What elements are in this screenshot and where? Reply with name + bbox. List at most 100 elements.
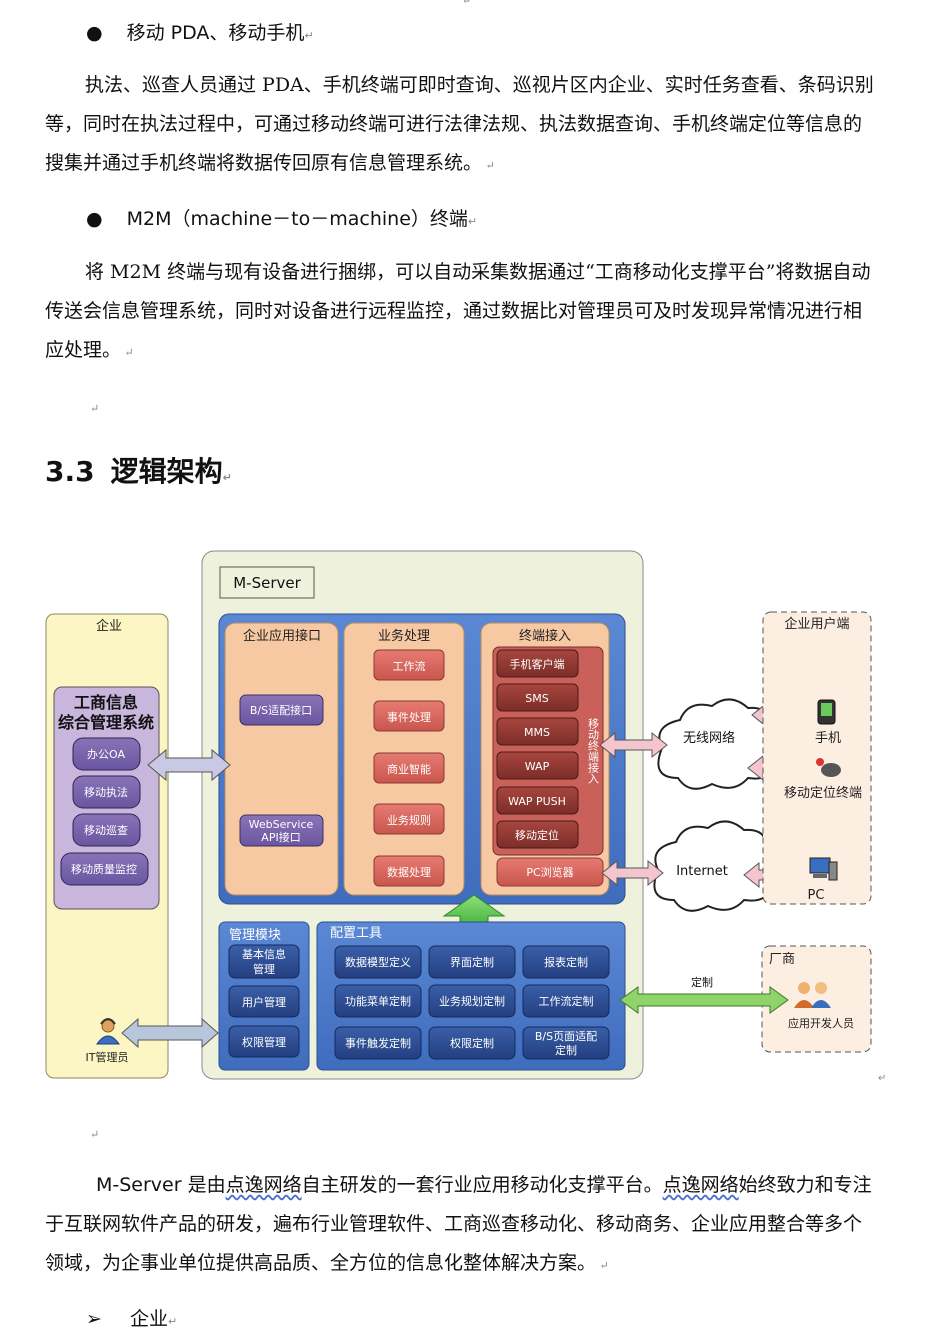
customization-arrow-icon [619,986,789,1014]
management-item-label: 管理 [253,962,275,976]
config-item [428,984,516,1018]
config-item [522,1026,610,1060]
enterprise-item-label: 移动执法 [84,785,128,799]
business-item-label: 数据处理 [387,865,431,879]
enterprise-item [72,775,141,809]
paragraph: 执法、巡查人员通过 PDA、手机终端可即时查询、巡视片区内企业、实时任务查看、条… [45,74,874,174]
bs-adapter-interface [239,694,324,726]
business-item [373,855,445,887]
terminal-item-label: 移动定位 [515,828,559,842]
phone-label: 手机 [815,731,841,746]
paragraph-mark: ↵ [462,0,472,7]
it-admin-label: IT管理员 [86,1050,129,1064]
api-interface-label: API接口 [261,831,300,844]
terminal-items: 手机客户端 SMS MMS WAP WAP PUSH 移动定位 [496,649,579,849]
terminal-item-label: MMS [524,726,550,739]
double-arrow-icon [601,859,664,887]
config-item-label: 权限定制 [450,1036,494,1050]
pc-icon [809,857,838,881]
business-item [373,700,445,732]
enterprise-item-label: 移动质量监控 [71,862,137,876]
double-arrow-icon [121,1017,219,1049]
location-terminal-label: 移动定位终端 [784,785,862,801]
terminal-access-title: 终端接入 [519,628,571,644]
terminal-item-label: WAP PUSH [508,795,566,808]
config-item-label: 界面定制 [450,955,494,969]
arrow-bullet-icon: ➢ [86,1308,102,1330]
bullet-item: ➢ 企业↵ [86,1308,178,1330]
enterprise-label: 企业 [96,618,122,634]
paragraph: 将 M2M 终端与现有设备进行捆绑，可以自动采集数据通过“工商移动化支撑平台”将… [45,261,871,361]
developer-label: 应用开发人员 [788,1016,854,1030]
brand-name: 点逸网络 [225,1174,302,1196]
business-item [373,649,445,681]
management-item [228,985,300,1018]
config-items: 数据模型定义 界面定制 报表定制 功能菜单定制 业务规划定制 工作流定制 事件触… [334,945,610,1060]
management-item [228,1025,300,1058]
terminal-item [496,786,579,815]
webservice-api-interface [239,814,324,847]
aic-system-title: 工商信息 [74,693,138,712]
double-arrow-icon [147,748,231,782]
paragraph-text: 将 M2M 终端与现有设备进行捆绑，可以自动采集数据通过“工商移动化支撑平台”将… [45,261,871,361]
business-item-label: 事件处理 [387,711,431,724]
intro-text: M-Server 是由 [96,1174,226,1196]
business-processing-title: 业务处理 [378,628,430,644]
section-number: 3.3 [45,455,95,488]
paragraph-mark: ↵ [90,1128,100,1141]
config-item-label: 报表定制 [544,955,588,969]
config-item [428,945,516,979]
terminal-item [496,649,579,678]
business-item-label: 业务规则 [387,813,431,827]
terminal-item-label: WAP [525,760,550,773]
config-item [428,1026,516,1060]
management-module-title: 管理模块 [229,928,281,943]
enterprise-item [60,852,149,886]
business-item [373,752,445,784]
config-item-label: 业务规划定制 [439,994,505,1008]
business-items: 工作流 事件处理 商业智能 业务规则 数据处理 [373,649,445,887]
customization-label: 定制 [691,975,713,989]
paragraph-text: 执法、巡查人员通过 PDA、手机终端可即时查询、巡视片区内企业、实时任务查看、条… [45,74,874,174]
enterprise-item-label: 移动巡查 [84,823,128,837]
config-item [522,945,610,979]
developer-icon [794,982,831,1008]
management-item-label: 权限管理 [242,1035,286,1049]
app-interface-title: 企业应用接口 [243,628,321,644]
it-admin-icon [96,1018,120,1045]
bs-adapter-label: B/S适配接口 [250,704,312,717]
config-item [334,984,422,1018]
intro-text: 始终致力和专注于互联网软件产品的研发，遍布行业管理软件、工商巡查移动化、移动商务… [45,1174,872,1274]
terminal-item-label: 手机客户端 [510,657,565,671]
enterprise-item [72,737,141,771]
vendor-title: 厂商 [769,952,795,967]
wireless-network-label: 无线网络 [683,730,735,746]
location-terminal-icon [816,758,841,777]
terminal-item [496,683,579,712]
config-item-label: 工作流定制 [539,994,594,1008]
enterprise-item-label: 办公OA [87,748,125,761]
enterprise-user-title: 企业用户端 [784,616,849,632]
config-item [334,945,422,979]
enterprise-items: 办公OA 移动执法 移动巡查 移动质量监控 [60,737,149,886]
config-item-label: B/S页面适配 [535,1030,597,1043]
intro-text: 自主研发的一套行业应用移动化支撑平台。 [301,1174,663,1196]
bullet-dot-icon: ● [86,208,103,230]
intro-paragraph: M-Server 是由点逸网络自主研发的一套行业应用移动化支撑平台。点逸网络始终… [45,1174,872,1274]
paragraph-mark: ↵ [90,402,100,415]
pc-browser-label: PC浏览器 [526,865,573,879]
mserver-title-box [219,566,315,599]
business-item-label: 商业智能 [387,762,431,776]
vendor-panel [761,945,872,1053]
mserver-title: M-Server [233,574,301,592]
config-item [334,1026,422,1060]
paragraph-mark: ↵ [878,1073,886,1084]
brand-name: 点逸网络 [662,1174,739,1196]
management-item-label: 基本信息 [242,947,286,961]
terminal-item [496,751,579,780]
config-item-label: 定制 [555,1043,577,1057]
enterprise-item [72,813,141,847]
management-item-label: 用户管理 [242,995,286,1009]
management-item [228,944,300,979]
business-item [373,803,445,835]
